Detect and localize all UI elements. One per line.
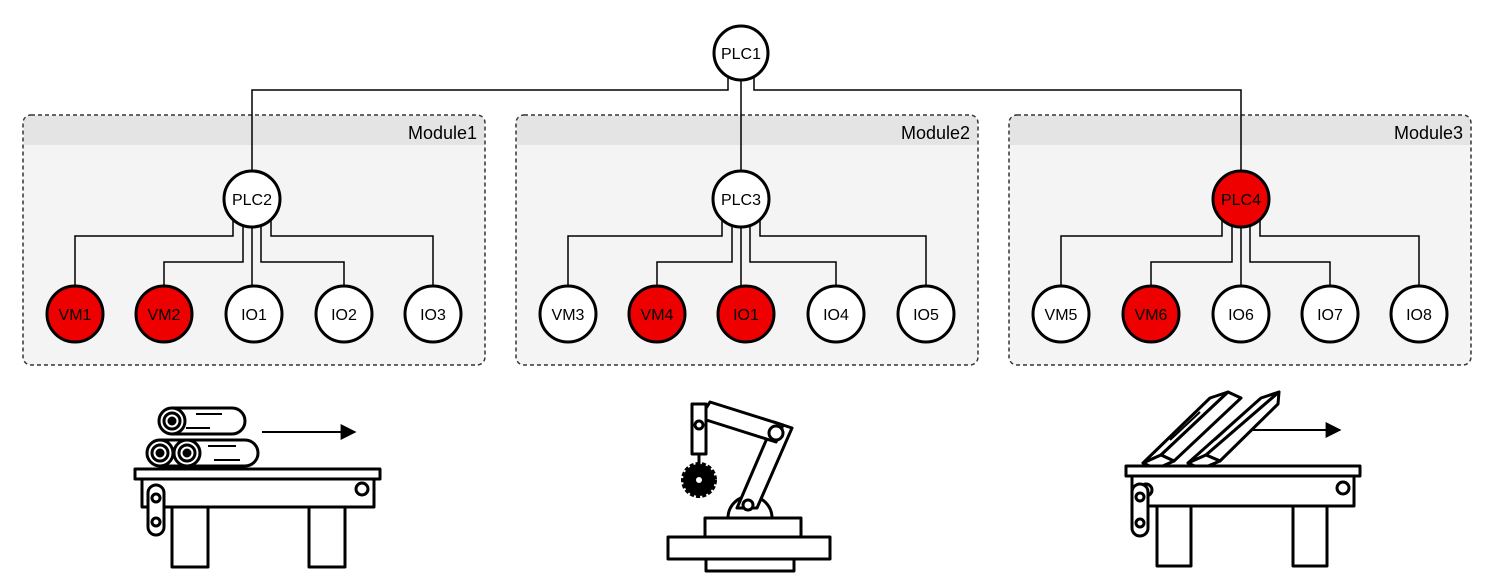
module-3-title: Module3 [1394, 123, 1463, 143]
node-io5-circle [896, 284, 956, 344]
node-io5[interactable]: IO5 [896, 284, 956, 344]
link-plc1-plc2 [251, 78, 729, 176]
node-vm1[interactable]: VM1 [45, 284, 105, 344]
node-io2-circle [314, 284, 374, 344]
node-vm6[interactable]: VM6 [1121, 284, 1181, 344]
node-vm2-label: VM2 [148, 307, 181, 324]
node-vm3-circle [538, 284, 598, 344]
conveyor-with-logs-icon [133, 406, 382, 569]
node-plc1-circle [712, 24, 770, 82]
node-vm5-label: VM5 [1045, 307, 1078, 324]
node-plc2[interactable]: PLC2 [222, 169, 282, 229]
link-plc3-io4 [749, 224, 837, 286]
node-plc3[interactable]: PLC3 [711, 169, 771, 229]
node-io8-circle [1389, 284, 1449, 344]
node-plc2-label: PLC2 [232, 192, 272, 209]
node-io4-label: IO4 [823, 307, 849, 324]
node-plc4-circle [1211, 169, 1271, 229]
node-vm3-label: VM3 [552, 307, 585, 324]
node-vm1-label: VM1 [59, 307, 92, 324]
node-vm5[interactable]: VM5 [1031, 284, 1091, 344]
node-io6[interactable]: IO6 [1211, 284, 1271, 344]
node-vm2[interactable]: VM2 [134, 284, 194, 344]
node-vm6-circle [1121, 284, 1181, 344]
node-io3[interactable]: IO3 [403, 284, 463, 344]
node-io2[interactable]: IO2 [314, 284, 374, 344]
node-io1-m2[interactable]: IO1 [716, 284, 776, 344]
node-io1-m1-circle [224, 284, 284, 344]
node-io1-m1[interactable]: IO1 [224, 284, 284, 344]
module-2-header [517, 116, 977, 145]
node-plc1[interactable]: PLC1 [712, 24, 770, 82]
node-io5-label: IO5 [913, 307, 939, 324]
node-io1-m2-label: IO1 [733, 307, 759, 324]
link-plc1-plc4 [753, 78, 1242, 176]
node-plc1-label: PLC1 [721, 46, 761, 63]
node-plc4[interactable]: PLC4 [1211, 169, 1271, 229]
node-plc3-label: PLC3 [721, 192, 761, 209]
node-plc2-circle [222, 169, 282, 229]
module-2-title: Module2 [901, 123, 970, 143]
link-plc4-io7 [1249, 224, 1331, 286]
link-plc2-vm2 [163, 224, 244, 286]
node-io7-label: IO7 [1317, 307, 1343, 324]
node-io2-label: IO2 [331, 307, 357, 324]
node-vm6-label: VM6 [1135, 307, 1168, 324]
nodes: PLC1 PLC2 VM1 VM2 IO1 IO2 IO3 [45, 24, 1449, 344]
module-1-title: Module1 [408, 123, 477, 143]
module-1-header [24, 116, 484, 145]
node-io6-circle [1211, 284, 1271, 344]
connectors [74, 78, 1420, 286]
node-vm4-circle [627, 284, 687, 344]
module-3-header [1010, 116, 1470, 145]
boards-icon [1141, 390, 1281, 471]
node-io3-label: IO3 [420, 307, 446, 324]
node-io1-m1-label: IO1 [241, 307, 267, 324]
conveyor-belt [140, 477, 376, 509]
node-io8[interactable]: IO8 [1389, 284, 1449, 344]
node-plc4-label: PLC4 [1221, 192, 1261, 209]
node-io6-label: IO6 [1228, 307, 1254, 324]
node-io7[interactable]: IO7 [1300, 284, 1360, 344]
link-plc3-io5 [759, 218, 927, 286]
node-io8-label: IO8 [1406, 307, 1432, 324]
node-io7-circle [1300, 284, 1360, 344]
robot-arm-saw-icon [666, 400, 832, 573]
link-plc4-io8 [1259, 218, 1420, 286]
node-vm5-circle [1031, 284, 1091, 344]
link-plc4-vm5 [1060, 218, 1223, 286]
node-vm1-circle [45, 284, 105, 344]
robot-base-plate [666, 535, 832, 561]
link-plc2-io2 [260, 224, 345, 286]
node-vm3[interactable]: VM3 [538, 284, 598, 344]
link-plc4-vm6 [1150, 224, 1233, 286]
conveyor-with-boards-icon [1124, 390, 1362, 568]
node-vm2-circle [134, 284, 194, 344]
node-io4[interactable]: IO4 [806, 284, 866, 344]
node-vm4-label: VM4 [641, 307, 674, 324]
node-io4-circle [806, 284, 866, 344]
link-plc3-vm3 [567, 218, 723, 286]
node-vm4[interactable]: VM4 [627, 284, 687, 344]
link-plc3-vm4 [656, 224, 733, 286]
node-io1-m2-circle [716, 284, 776, 344]
node-plc3-circle [711, 169, 771, 229]
link-plc2-vm1 [74, 218, 234, 286]
link-plc2-io3 [270, 218, 434, 286]
node-io3-circle [403, 284, 463, 344]
logs-icon [145, 406, 260, 468]
